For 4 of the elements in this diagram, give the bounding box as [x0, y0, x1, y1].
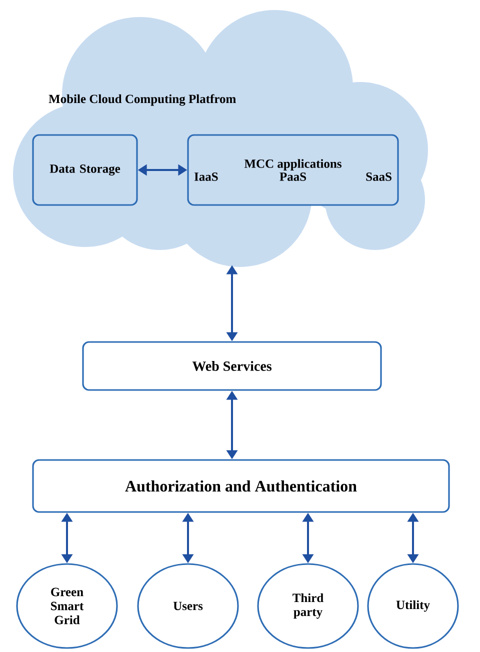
process-box: MCC applications IaaS PaaS SaaS [187, 134, 399, 206]
process-box: Data Storage [32, 134, 138, 206]
process-box: Web Services [82, 341, 382, 391]
process-box: Authorization and Authentication [32, 459, 450, 513]
